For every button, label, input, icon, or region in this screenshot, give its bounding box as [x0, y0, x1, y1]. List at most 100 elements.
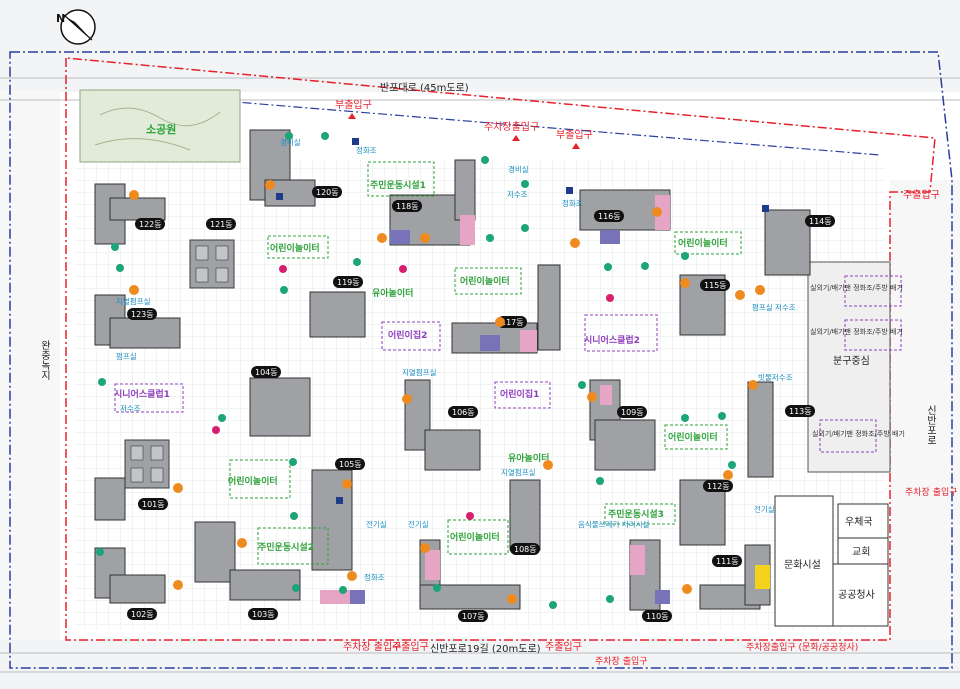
magenta-dots — [212, 265, 614, 520]
public-facilities: 문화시설 우체국 교회 공공청사 — [774, 495, 889, 627]
svg-text:111동: 111동 — [716, 557, 739, 566]
septic-tank-label: 정화조 — [364, 572, 385, 582]
playground-label: 어린이놀이터 — [228, 475, 278, 487]
entrance-parking-top: 주차장출입구 — [484, 120, 539, 133]
playground-label: 어린이놀이터 — [460, 275, 510, 287]
svg-text:105동: 105동 — [339, 460, 362, 469]
building-block — [764, 209, 811, 276]
label-103: 103동 — [248, 608, 278, 620]
svg-text:120동: 120동 — [316, 188, 339, 197]
label-120: 120동 — [312, 186, 342, 198]
small-park-area — [79, 89, 241, 163]
entrance-parking-right: 주차장 출입구 (분구중심) — [905, 486, 960, 498]
building-block — [537, 264, 561, 351]
label-122: 122동 — [135, 218, 165, 230]
building-block — [424, 429, 481, 471]
civic-center-label: 분구중심 — [833, 355, 870, 367]
north-arrow-icon: N — [56, 9, 96, 45]
site-boundary-red — [65, 57, 936, 641]
teal-dots — [96, 132, 736, 609]
rainwater-tank-label: 빗물저수조 — [758, 373, 793, 382]
svg-text:122동: 122동 — [139, 220, 162, 229]
exhaust-zone — [844, 275, 902, 307]
entrance-arrow-icon — [572, 143, 580, 149]
road-name-right: 신반포로 — [925, 405, 937, 445]
road-name-top: 반포대로 (45m도로) — [380, 82, 469, 94]
security-room-label: 경비실 — [508, 164, 529, 174]
pump-room-label: 펌프실 — [752, 302, 773, 312]
septic-tank-label: 정화조 — [356, 145, 377, 155]
small-park-label: 소공원 — [146, 122, 176, 136]
water-tank-label: 저수조 — [775, 303, 796, 312]
unit-highlights — [320, 195, 770, 604]
entrance-main-bottom-1: 주출입구 — [392, 640, 429, 653]
public-office-label: 공공청사 — [838, 589, 875, 601]
building-block — [189, 239, 235, 289]
left-buffer-strip — [0, 90, 60, 640]
daycare-label: 어린이집1 — [500, 388, 539, 400]
building-block — [404, 379, 431, 451]
label-112: 112동 — [703, 480, 733, 492]
orange-dots — [129, 180, 765, 604]
svg-text:101동: 101동 — [142, 500, 165, 509]
electric-room-label: 전기실 — [408, 519, 429, 529]
playground-label: 어린이놀이터 — [678, 237, 728, 249]
post-office-label: 우체국 — [845, 516, 873, 528]
food-waste-label: 음식물쓰레기 처리시설 — [578, 520, 649, 529]
playground-label: 어린이놀이터 — [270, 242, 320, 254]
entrance-sub-2: 부출입구 — [556, 128, 593, 141]
svg-text:107동: 107동 — [462, 612, 485, 621]
svg-text:121동: 121동 — [210, 220, 233, 229]
district-boundary-blue — [9, 51, 953, 669]
svg-text:119동: 119동 — [337, 278, 360, 287]
security-room-label: 경비실 — [280, 137, 301, 147]
toddler-play-label: 유아놀이터 — [508, 452, 549, 464]
left-buffer-label: 완충녹지 — [39, 340, 51, 381]
label-115: 115동 — [700, 279, 730, 291]
playground-label: 어린이놀이터 — [668, 431, 718, 443]
senior-club-label: 시니어스클럽2 — [584, 334, 640, 346]
svg-text:108동: 108동 — [514, 545, 537, 554]
church-label: 교회 — [852, 546, 870, 558]
svg-text:112동: 112동 — [707, 482, 730, 491]
utility-labels: 지열펌프실 지열펌프실 지열펌프실 펌프실 펌프실 저수조 저수조 저수조 빗물… — [116, 137, 796, 582]
label-108: 108동 — [510, 543, 540, 555]
svg-text:신반포로: 신반포로 — [925, 405, 937, 445]
svg-text:116동: 116동 — [598, 212, 621, 221]
building-block — [94, 477, 126, 521]
pump-room-label: 펌프실 — [116, 351, 137, 361]
resident-gym-label: 주민운동시설3 — [608, 508, 664, 520]
label-113: 113동 — [785, 405, 815, 417]
label-114: 114동 — [805, 215, 835, 227]
svg-text:102동: 102동 — [131, 610, 154, 619]
exhaust-zone — [819, 419, 877, 453]
building-block — [124, 439, 170, 489]
bottom-road-area — [0, 640, 960, 689]
septic-tank-label: 정화조 — [562, 198, 583, 208]
building-block — [109, 197, 166, 221]
svg-text:106동: 106동 — [452, 408, 475, 417]
label-106: 106동 — [448, 406, 478, 418]
svg-text:115동: 115동 — [704, 281, 727, 290]
building-block — [594, 419, 656, 471]
label-117: 117동 — [497, 316, 527, 328]
entrance-parking-bottom-2: 주차장 출입구 — [595, 655, 648, 667]
label-109: 109동 — [617, 406, 647, 418]
daycare-label: 어린이집2 — [388, 329, 427, 341]
label-104: 104동 — [251, 366, 281, 378]
label-107: 107동 — [458, 610, 488, 622]
label-102: 102동 — [127, 608, 157, 620]
building-block — [194, 521, 236, 583]
svg-text:103동: 103동 — [252, 610, 275, 619]
svg-text:114동: 114동 — [809, 217, 832, 226]
electric-room-label: 전기실 — [754, 504, 775, 514]
entrance-parking-bottom-1: 주차장 출입구 — [343, 640, 401, 653]
exhaust-label-1: 실외기/배기팬 정화조/주방 배기 — [810, 283, 903, 292]
building-block — [109, 317, 181, 349]
facility-zones: 어린이놀이터 어린이놀이터 어린이놀이터 어린이놀이터 어린이놀이터 어린이놀이… — [114, 161, 742, 565]
building-block — [509, 479, 541, 551]
building-block — [747, 381, 774, 478]
civic-center-block: 분구중심 실외기/배기팬 정화조/주방 배기 실외기/배기팬 정화조/주방 배기… — [807, 261, 905, 473]
svg-text:118동: 118동 — [396, 202, 419, 211]
